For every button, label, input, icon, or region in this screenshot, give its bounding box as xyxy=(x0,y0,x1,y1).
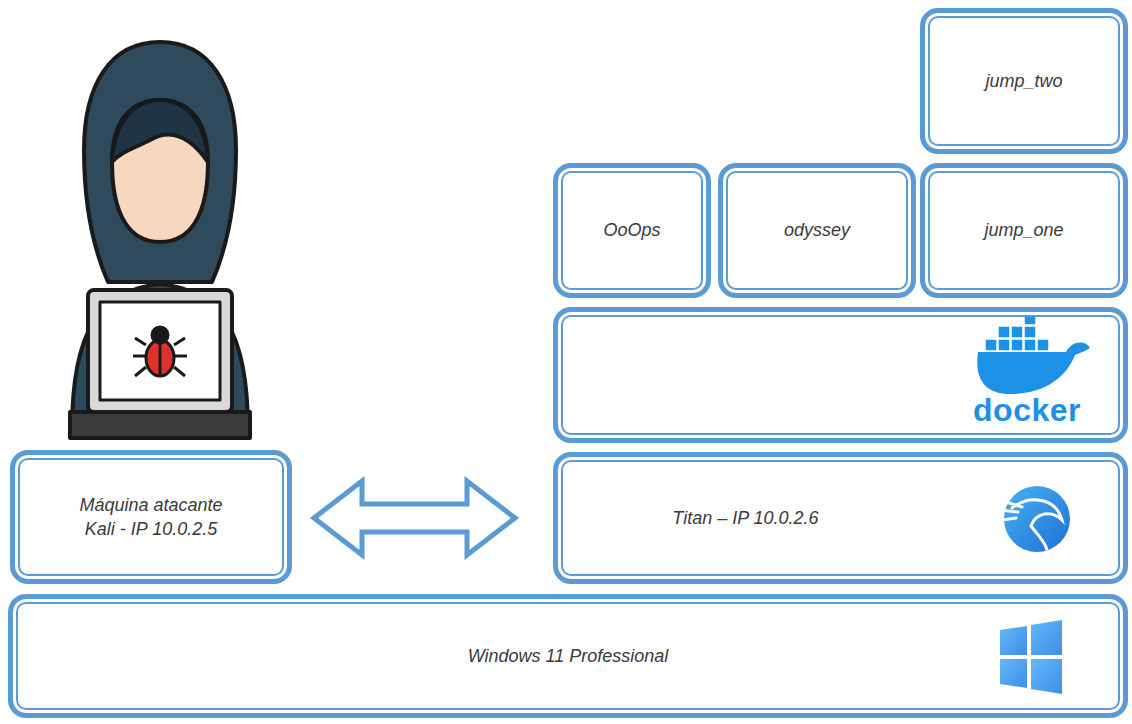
laptop-screen xyxy=(100,302,220,400)
node-label: jump_one xyxy=(984,218,1063,242)
bug-icon xyxy=(133,327,187,376)
node-label: Titan – IP 10.0.2.6 xyxy=(672,506,818,530)
attacker-box: Máquina atacante Kali - IP 10.0.2.5 xyxy=(10,450,292,584)
node-label: Windows 11 Professional xyxy=(468,644,669,668)
kali-logo xyxy=(1000,486,1070,562)
windows-logo xyxy=(1000,620,1062,694)
host-box: Titan – IP 10.0.2.6 xyxy=(553,452,1128,584)
hacker-hood xyxy=(84,42,236,282)
node-label: jump_two xyxy=(985,69,1062,93)
laptop-lid xyxy=(88,290,232,412)
container-box: odyssey xyxy=(718,163,916,298)
docker-logo xyxy=(977,313,1090,394)
node-label: odyssey xyxy=(784,218,850,242)
node-label: OoOps xyxy=(603,218,660,242)
laptop-base xyxy=(70,412,250,438)
container-box: OoOps xyxy=(553,163,711,298)
hacker-hair xyxy=(112,100,208,162)
container-box: jump_two xyxy=(920,8,1128,154)
hacker-face xyxy=(112,100,208,242)
container-box: jump_one xyxy=(920,163,1128,298)
node-label: Máquina atacante Kali - IP 10.0.2.5 xyxy=(65,493,237,542)
logo-text: docker xyxy=(973,394,1081,426)
hacker-illustration xyxy=(70,42,250,438)
double-arrow xyxy=(314,481,515,555)
hacker-body xyxy=(72,284,248,430)
docker-layer: docker xyxy=(553,307,1128,443)
os-layer: Windows 11 Professional xyxy=(8,594,1128,718)
